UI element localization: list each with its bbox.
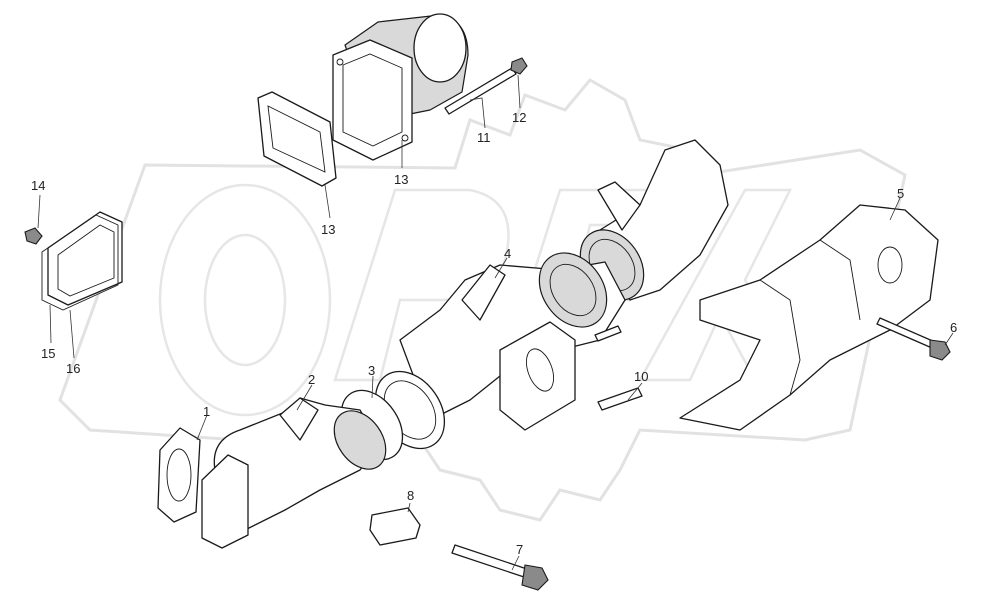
callout-2: 2 [308, 372, 315, 387]
gasket-16 [41, 214, 119, 311]
callout-6: 6 [950, 320, 957, 335]
callout-15: 15 [41, 346, 55, 361]
studs-10 [594, 325, 643, 411]
callout-3: 3 [368, 363, 375, 378]
bolt-6 [876, 317, 951, 361]
exhaust-manifold-front [201, 397, 387, 549]
bolt-7 [451, 544, 549, 591]
callout-8: 8 [407, 488, 414, 503]
callout-1: 1 [203, 404, 210, 419]
callout-16: 16 [66, 361, 80, 376]
callout-13-gasket: 13 [321, 222, 335, 237]
cover-plate-15 [47, 211, 123, 306]
exhaust-manifold-middle [399, 252, 626, 431]
callout-14: 14 [31, 178, 45, 193]
callout-12: 12 [512, 110, 526, 125]
gasket-1 [157, 427, 201, 523]
callout-7: 7 [516, 542, 523, 557]
egr-valve-housing [332, 13, 469, 161]
callout-11: 11 [477, 130, 491, 145]
callout-4: 4 [504, 246, 511, 261]
nut-12 [510, 57, 528, 75]
callout-5: 5 [897, 186, 904, 201]
callout-13-top: 13 [394, 172, 408, 187]
bolt-14 [24, 227, 43, 245]
callout-labels: 1 2 3 4 5 6 7 8 10 11 12 13 13 14 15 16 [31, 110, 957, 557]
stud-11 [444, 67, 517, 115]
gasket-13 [257, 91, 337, 187]
spacer-sleeve-8 [369, 507, 421, 546]
leader-lines [37, 74, 954, 571]
callout-10: 10 [634, 369, 648, 384]
heat-shield-5 [679, 204, 939, 431]
